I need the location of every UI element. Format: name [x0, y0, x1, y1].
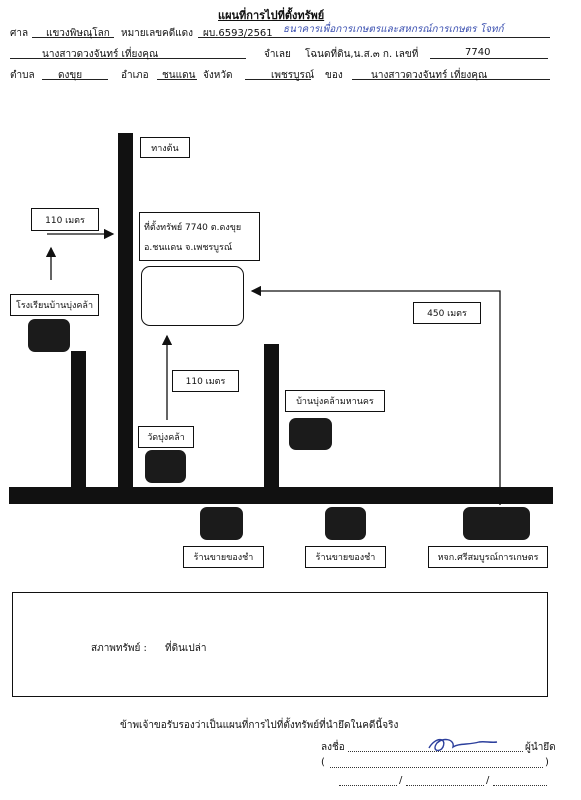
name-paren-open: ( — [321, 757, 325, 768]
district-underline — [157, 79, 197, 80]
shop2-label: ร้านขายของชำ — [305, 546, 386, 568]
subdistrict-value: ดงขุย — [58, 70, 83, 81]
date-separator-2: / — [486, 775, 490, 786]
case-underline — [198, 37, 550, 38]
court-underline — [32, 37, 114, 38]
date-day-line — [339, 785, 397, 786]
deed-number: 7740 — [465, 47, 491, 58]
school-building — [28, 319, 70, 352]
store-building — [463, 507, 530, 540]
condition-box — [12, 592, 548, 697]
main-road-horizontal — [9, 487, 553, 504]
property-label-box: ที่ตั้งทรัพย์ 7740 ต.ดงขุย อ.ชนแดน จ.เพช… — [139, 212, 260, 261]
province-label: จังหวัด — [203, 70, 233, 81]
district-value: ชนแดน — [162, 70, 196, 81]
name-line — [330, 767, 543, 768]
name-paren-close: ) — [545, 757, 549, 768]
condition-value: ที่ดินเปล่า — [165, 643, 207, 654]
arrow-right-to-property — [250, 285, 501, 505]
province-underline — [245, 79, 311, 80]
property-label-line1: ที่ตั้งทรัพย์ 7740 ต.ดงขุย — [144, 222, 242, 233]
date-month-line — [406, 785, 484, 786]
district-label: อำเภอ — [121, 70, 149, 81]
deed-label: โฉนดที่ดิน,น.ส.๓ ก. เลขที่ — [305, 49, 419, 60]
distance-label-left: 110 เมตร — [31, 208, 99, 231]
temple-building — [145, 450, 186, 483]
sign-label: ลงชื่อ — [321, 742, 345, 753]
side-road-right — [264, 344, 279, 489]
signature-line — [348, 751, 523, 752]
certification-text: ข้าพเจ้าขอรับรองว่าเป็นแผนที่การไปที่ตั้… — [120, 720, 399, 731]
owner-underline — [352, 79, 550, 80]
temple-label: วัดบุ่งคล้า — [138, 426, 194, 448]
shop1-building — [200, 507, 243, 540]
shop1-label: ร้านขายของชำ — [183, 546, 264, 568]
case-label: หมายเลขคดีแดง — [121, 28, 194, 39]
subdistrict-underline — [42, 79, 108, 80]
defendant-underline — [10, 58, 246, 59]
subdistrict-label: ตำบล — [10, 70, 35, 81]
deed-underline — [430, 58, 548, 59]
village-label: บ้านบุ่งคล้ามหานคร — [285, 390, 385, 412]
defendant-label: จำเลย — [264, 49, 291, 60]
date-year-line — [493, 785, 547, 786]
case-number: ผบ.6593/2561 — [203, 28, 273, 39]
owner-value: นางสาวดวงจันทร์ เที่ยงคุณ — [371, 70, 488, 81]
court-label: ศาล — [10, 28, 29, 39]
handwritten-signature — [428, 738, 498, 752]
condition-label: สภาพทรัพย์ : — [91, 643, 147, 654]
defendant-name: นางสาวดวงจันทร์ เที่ยงคุณ — [42, 49, 159, 60]
school-label: โรงเรียนบ้านบุ่งคล้า — [10, 294, 99, 316]
shop2-building — [325, 507, 366, 540]
signer-role: ผู้นำยึด — [525, 742, 556, 753]
date-separator-1: / — [399, 775, 403, 786]
court-value: แขวงพิษณุโลก — [46, 28, 110, 39]
property-label-line2: อ.ชนแดน จ.เพชรบูรณ์ — [144, 242, 233, 253]
store-label: หจก.ศรีสมบูรณ์การเกษตร — [428, 546, 548, 568]
distance-label-right: 450 เมตร — [413, 302, 481, 324]
road-label: ทางต้น — [140, 137, 190, 158]
main-road-vertical — [118, 133, 133, 489]
owner-label: ของ — [325, 70, 343, 81]
handwritten-plaintiff-note: ธนาคารเพื่อการเกษตรและสหกรณ์การเกษตร โจท… — [283, 24, 504, 35]
distance-label-center: 110 เมตร — [172, 370, 239, 392]
document-title: แผนที่การไปที่ตั้งทรัพย์ — [218, 9, 325, 22]
property-plot — [141, 266, 244, 326]
village-building — [289, 418, 332, 450]
side-road-left — [71, 351, 86, 489]
province-value: เพชรบูรณ์ — [271, 70, 315, 81]
